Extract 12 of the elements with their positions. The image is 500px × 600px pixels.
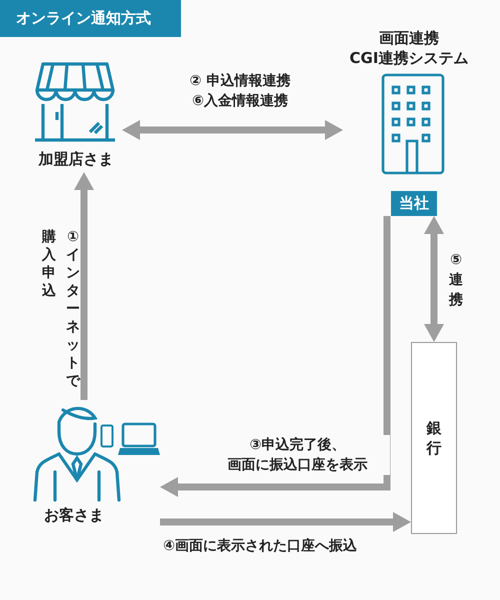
title-banner: オンライン通知方式 [0, 0, 181, 37]
edge-label: ①インターネットで購入申込 [40, 228, 82, 390]
system-heading: 画面連携 CGI連携システム [348, 28, 470, 68]
arrow [160, 512, 411, 532]
arrow [74, 172, 94, 400]
company-label: 当社 [391, 191, 437, 216]
bank-box: 銀行 [411, 342, 457, 534]
arrow [160, 216, 390, 497]
double-arrow [424, 216, 444, 342]
shop-label: 加盟店さま [37, 150, 114, 169]
double-arrow [122, 120, 343, 140]
customer-label: お客さま [43, 506, 105, 525]
